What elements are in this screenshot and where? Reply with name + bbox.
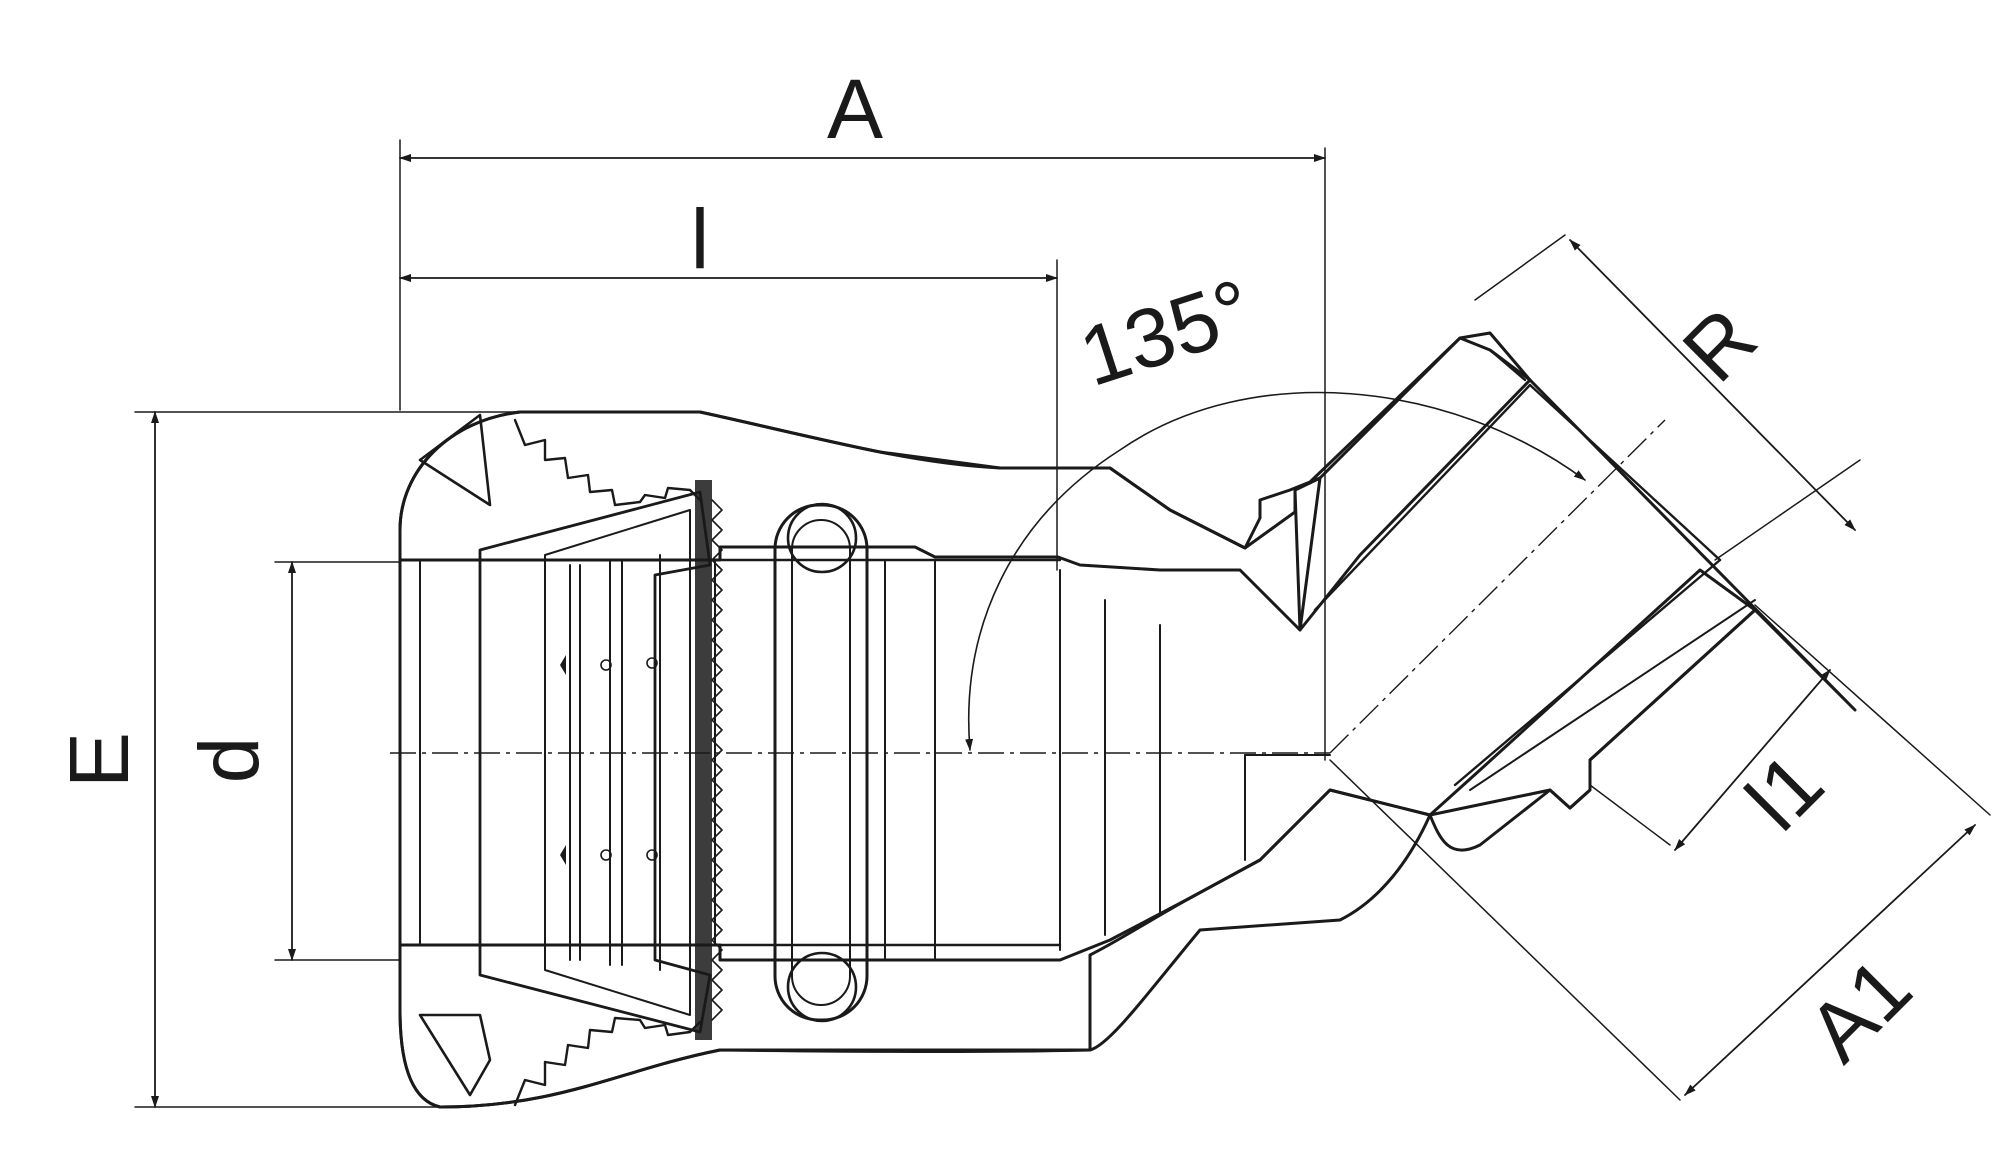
angle-arc [965, 391, 1586, 751]
center-lines [390, 419, 1666, 754]
outer-contour [398, 331, 1857, 1109]
dimension-lines [134, 139, 1991, 1108]
branch-bore-upper [1313, 383, 1532, 612]
label-l: l [691, 192, 710, 286]
label-l1: l1 [1728, 735, 1841, 848]
label-a: A [827, 62, 883, 156]
branch-bore-lower [1453, 558, 1722, 787]
label-angle: 135° [1069, 261, 1263, 404]
dimension-labels: A l 135° R E d l1 A1 [52, 62, 1929, 1079]
tooth-mark-1 [560, 655, 566, 675]
label-e: E [52, 732, 146, 788]
ext-l1-start [1589, 784, 1671, 846]
branch-thread-line [1469, 599, 1756, 791]
tooth-mark-2 [560, 845, 566, 865]
collet-inner [544, 509, 691, 1016]
dim-r-line [1569, 239, 1856, 531]
detail-dot-4 [646, 849, 658, 861]
o-ring-outline [773, 503, 869, 1022]
branch-axis [1329, 419, 1666, 754]
detail-dot-1 [600, 659, 612, 671]
label-d: d [182, 737, 276, 784]
grip-teeth [711, 499, 723, 1021]
grip-ring [695, 480, 712, 1040]
collar-top-wedge [418, 413, 492, 507]
detail-dot-3 [600, 849, 612, 861]
detail-dot-2 [646, 657, 658, 669]
label-a1: A1 [1790, 940, 1929, 1079]
o-ring-section-bottom [786, 951, 858, 1023]
fitting-body [398, 331, 1857, 1109]
dim-l1-line [1674, 669, 1831, 851]
o-ring [773, 502, 869, 1023]
o-ring-inner [791, 519, 851, 1006]
o-ring-section-top [786, 502, 858, 574]
label-r: R [1665, 290, 1774, 399]
collet-assembly [418, 413, 723, 1107]
branch-end-face [1488, 348, 1527, 382]
thread-top [513, 418, 702, 507]
collar-bottom-wedge [418, 1013, 492, 1097]
ext-r-bottom [1714, 459, 1861, 561]
ext-a1-base [1329, 759, 1681, 1101]
dim-a1-line [1684, 824, 1976, 1096]
thread-bottom [513, 1016, 702, 1107]
ext-a1-end [1754, 604, 1991, 816]
branch-face [1528, 383, 1722, 562]
collet-outline [478, 490, 712, 1034]
branch-lower-wall [1428, 568, 1757, 852]
upper-wall-section [398, 410, 1322, 632]
lower-wall-section [398, 788, 1432, 1109]
ext-r-top [1474, 234, 1566, 301]
